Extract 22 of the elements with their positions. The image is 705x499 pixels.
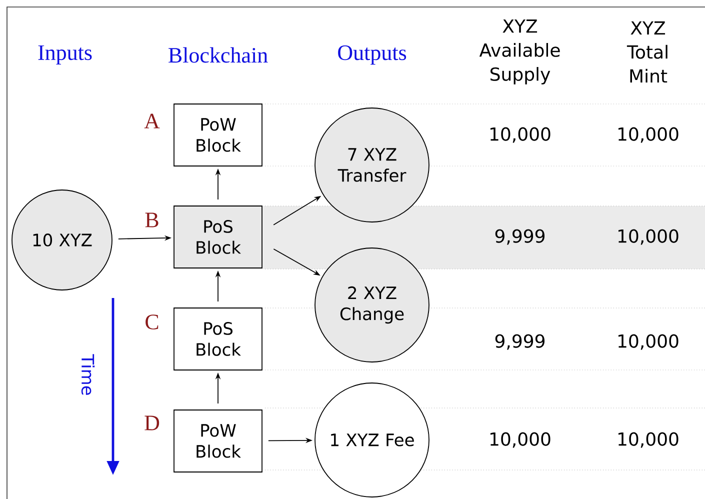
block-box: PoS Block: [174, 308, 262, 370]
table-value: 10,000: [618, 229, 678, 245]
row-letter: D: [144, 416, 160, 430]
table-value: 10,000: [490, 127, 550, 143]
table-value: 10,000: [618, 432, 678, 448]
column-heading: XYZ Total Mint: [626, 21, 668, 83]
node-label: 1 XYZ Fee: [331, 434, 414, 446]
row-letter: B: [145, 212, 158, 228]
block-box: PoW Block: [174, 104, 262, 166]
table-value: 10,000: [618, 334, 678, 350]
column-heading: XYZ Available Supply: [479, 20, 560, 84]
block-box: PoW Block: [174, 410, 262, 472]
column-heading: Outputs: [338, 45, 406, 65]
column-heading: Blockchain: [168, 47, 268, 63]
table-value: 9,999: [495, 229, 544, 245]
table-value: 10,000: [490, 432, 550, 448]
block-box: PoS Block: [174, 206, 262, 268]
table-value: 10,000: [618, 127, 678, 143]
axis-label: Time: [81, 354, 95, 395]
row-letter: C: [146, 314, 158, 330]
table-value: 9,999: [495, 334, 544, 350]
column-heading: Inputs: [38, 45, 92, 65]
